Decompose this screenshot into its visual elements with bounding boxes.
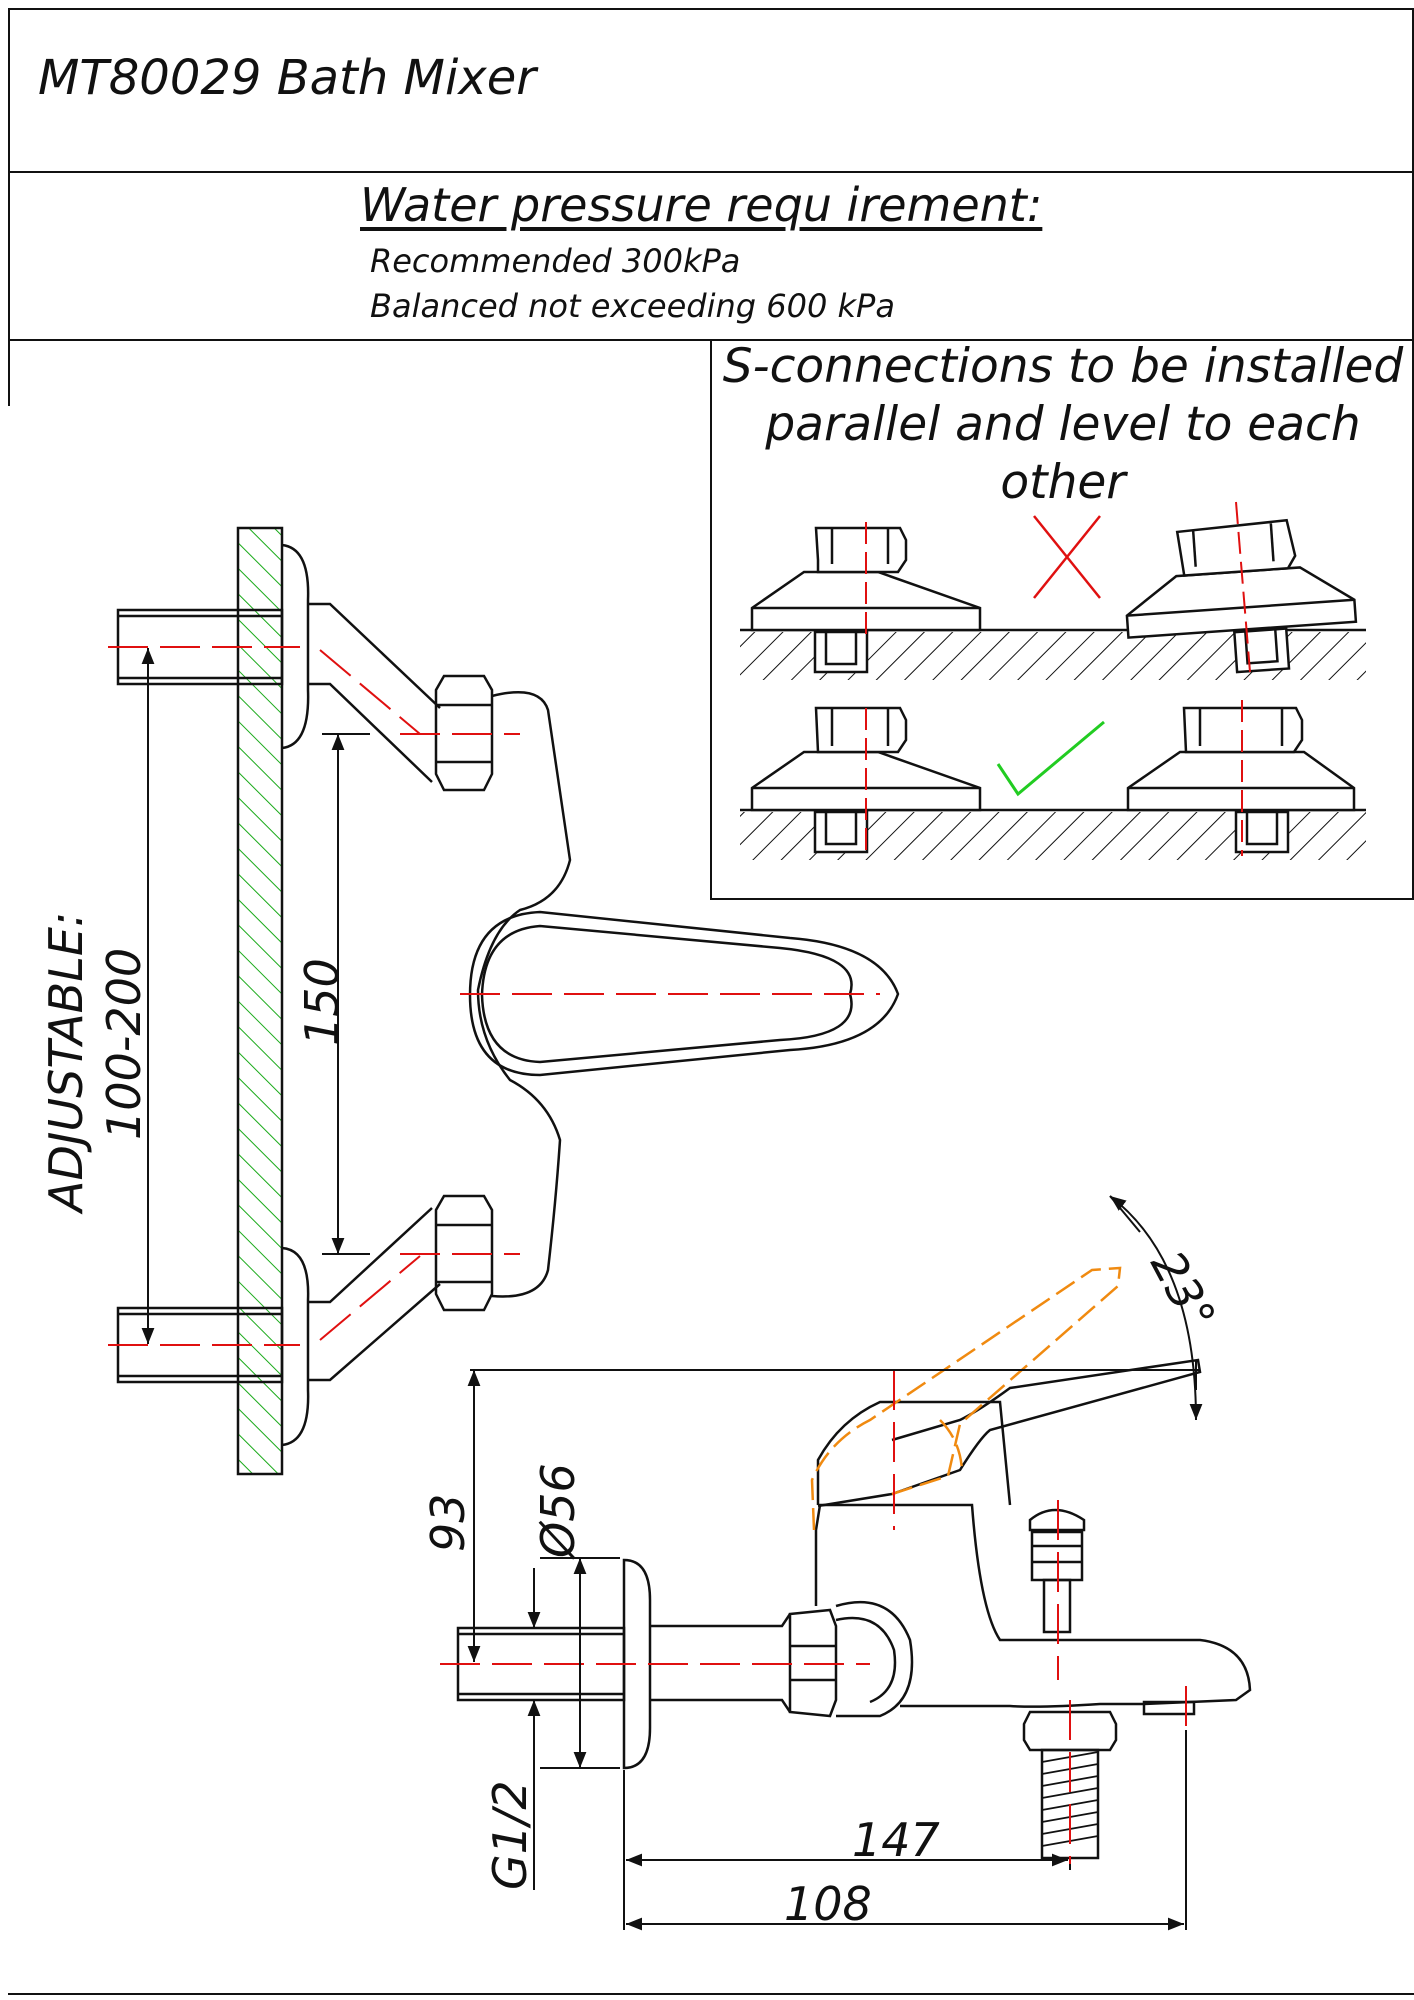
mixer-body <box>476 690 572 1298</box>
thread-dimension: G1/2 <box>483 1780 537 1890</box>
page-title: MT80029 Bath Mixer <box>38 50 536 106</box>
spout-length-dimension: 147 <box>852 1813 940 1867</box>
lower-flange <box>281 1246 310 1447</box>
side-body <box>814 1503 1252 1708</box>
wall-hatch <box>236 526 284 1476</box>
pressure-heading: Water pressure requ irement: <box>360 178 1043 232</box>
s-connection-box <box>710 340 1414 900</box>
front-dimensions <box>141 648 370 1344</box>
upper-s-connection <box>308 602 441 783</box>
correct-check-icon <box>996 720 1105 797</box>
side-lever-cap <box>816 1400 1012 1506</box>
adjustable-label: ADJUSTABLE: <box>39 912 93 1215</box>
incorrect-cross-icon <box>1033 515 1101 599</box>
side-hex-nut <box>788 1608 838 1718</box>
incorrect-fitting-left <box>750 526 982 674</box>
upper-flange <box>281 543 310 750</box>
shower-connector-nut <box>1022 1710 1118 1752</box>
correct-fitting-right <box>1126 706 1356 854</box>
flange-diameter-dimension: Ø56 <box>531 1463 585 1560</box>
front-centerlines <box>108 646 880 1346</box>
lower-s-connection <box>308 1207 441 1382</box>
side-flange <box>622 1558 652 1770</box>
s-connection-centerlines <box>865 501 1251 856</box>
title-box <box>8 8 1414 173</box>
centres-dimension: 150 <box>295 958 349 1046</box>
s-connection-detail <box>740 518 1366 860</box>
side-centerlines <box>440 1370 1187 1864</box>
adjustable-range: 100-200 <box>97 948 151 1140</box>
side-dimensions <box>467 1195 1203 1931</box>
lower-hex-nut <box>434 1194 494 1312</box>
upper-hex-nut <box>434 674 494 792</box>
lever-handle <box>468 910 900 1077</box>
bottom-border <box>8 1993 1414 1995</box>
side-view <box>456 1358 1252 1860</box>
outlet-offset-dimension: 108 <box>784 1877 872 1931</box>
left-border <box>8 340 10 406</box>
lever-angle-dimension: 23° <box>1140 1242 1226 1339</box>
s-connection-note: S-connections to be installed parallel a… <box>722 339 1404 510</box>
height-dimension: 93 <box>421 1493 475 1552</box>
lever-alt-position <box>810 1266 1122 1531</box>
pressure-recommended: Recommended 300kPa <box>370 242 741 280</box>
incorrect-fitting-right <box>1125 518 1358 674</box>
pressure-maximum: Balanced not exceeding 600 kPa <box>370 287 895 325</box>
